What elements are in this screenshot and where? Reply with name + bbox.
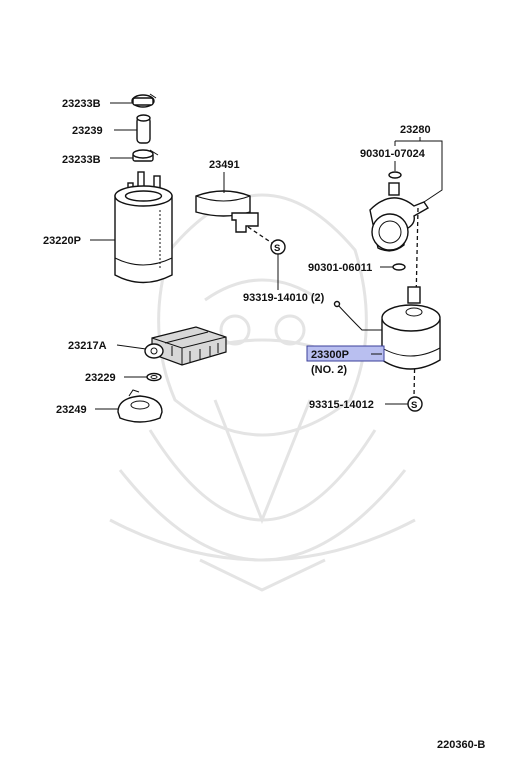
label-23249: 23249 [56, 404, 87, 416]
fuel-pump-drawing [114, 171, 173, 284]
label-23233b-bottom: 23233B [62, 154, 101, 166]
clamp-top-drawing [131, 93, 157, 108]
ring-drawing [146, 372, 162, 382]
highlight-box-23300p [306, 345, 385, 362]
label-23300p-note: (NO. 2) [311, 364, 347, 376]
cushion-drawing [117, 389, 163, 423]
svg-text:S: S [411, 400, 417, 411]
clamp-bottom-drawing [132, 149, 159, 162]
diagram-code: 220360-B [437, 739, 485, 751]
screw-symbol-bottom: S [407, 396, 423, 412]
fuel-filter-drawing [333, 286, 441, 370]
label-23280: 23280 [400, 124, 431, 136]
label-23300p[interactable]: 23300P [311, 349, 349, 361]
label-23233b-top: 23233B [62, 98, 101, 110]
regulator-drawing [369, 182, 429, 252]
hose-drawing [136, 114, 151, 144]
label-93315-14012: 93315-14012 [309, 399, 374, 411]
label-23491: 23491 [209, 159, 240, 171]
label-90301-07024: 90301-07024 [360, 148, 426, 160]
bracket-drawing [195, 190, 259, 233]
label-23220p: 23220P [43, 235, 81, 247]
pump-filter-drawing [144, 326, 227, 366]
label-90301-06011: 90301-06011 [308, 262, 372, 274]
screw-symbol-top: S [270, 239, 286, 255]
o-ring-top-drawing [388, 171, 402, 179]
svg-text:S: S [274, 243, 280, 254]
label-23217a: 23217A [68, 340, 107, 352]
o-ring-bottom-drawing [392, 263, 406, 271]
label-93319-14010: 93319-14010 (2) [243, 292, 325, 304]
label-23229: 23229 [85, 372, 116, 384]
label-23239: 23239 [72, 125, 103, 137]
